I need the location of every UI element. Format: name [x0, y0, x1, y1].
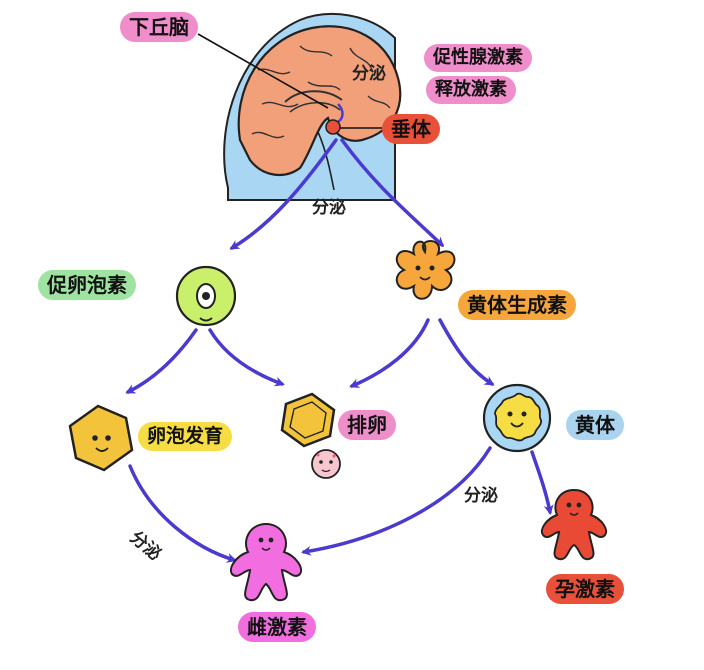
hypothalamus-leader-line [197, 33, 329, 109]
releasing-hormone-label: 释放激素 [426, 76, 516, 104]
brain-illustration [223, 13, 402, 201]
arrow-corpus-luteum-to-progesterone [530, 450, 554, 515]
progesterone-figure-icon [540, 488, 608, 561]
follicle-cell-icon [175, 265, 237, 327]
secrete-label-pituitary: 分泌 [312, 198, 346, 218]
follicle-hexagon-icon [68, 404, 134, 472]
secrete-label-luteum: 分泌 [464, 486, 498, 506]
lh-flower-icon [395, 240, 456, 300]
ovulation-hexagon-icon [280, 392, 336, 448]
hypothalamus-label: 下丘脑 [120, 12, 198, 42]
arrow-fsh-to-ovulation [208, 328, 285, 387]
arrow-corpus-luteum-to-estrogen [301, 446, 492, 556]
fsh-label: 促卵泡素 [38, 270, 136, 300]
corpus-luteum-label: 黄体 [566, 410, 624, 440]
arrow-lh-to-corpus-luteum [438, 318, 495, 386]
ovulation-label: 排卵 [338, 410, 396, 440]
secrete-label-brain: 分泌 [352, 64, 386, 84]
estrogen-figure-icon [230, 522, 302, 602]
lh-label: 黄体生成素 [458, 290, 576, 320]
follicle-development-label: 卵泡发育 [138, 422, 233, 451]
arrow-lh-to-ovulation [349, 318, 430, 388]
pituitary-label: 垂体 [382, 114, 440, 144]
estrogen-label: 雌激素 [238, 612, 316, 642]
arrow-pituitary-to-lh [340, 138, 445, 248]
egg-icon [311, 449, 341, 479]
corpus-luteum-icon [482, 383, 552, 453]
gonadotropin-label: 促性腺激素 [424, 44, 532, 72]
arrows [125, 138, 554, 563]
progesterone-label: 孕激素 [546, 574, 624, 604]
arrow-pituitary-to-fsh [229, 138, 338, 250]
arrow-fsh-to-follicle [125, 328, 198, 394]
arrow-follicle-to-estrogen [128, 464, 237, 563]
